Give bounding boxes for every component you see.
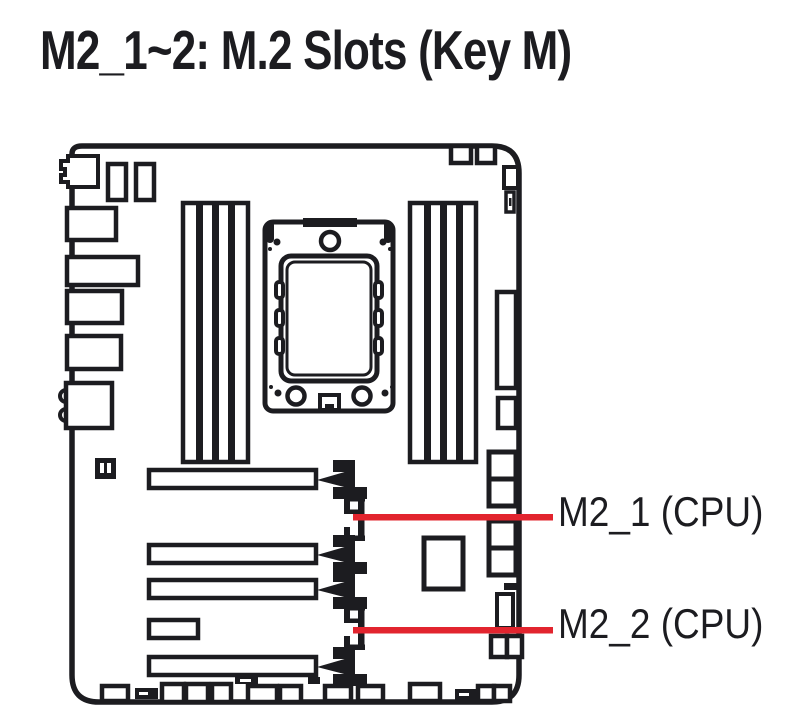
page-title: M2_1~2: M.2 Slots (Key M) — [40, 19, 572, 81]
pcie-x1-slot — [146, 617, 201, 641]
front-panel-headers — [95, 458, 320, 684]
cpu-socket — [262, 218, 396, 414]
callout-line-m2-1 — [353, 514, 553, 521]
fan-headers-top-left — [105, 161, 157, 203]
socket-screw-hole — [285, 385, 307, 407]
audio-connector — [63, 380, 115, 431]
dimm-slots-right — [407, 200, 479, 465]
socket-screw-hole — [318, 229, 342, 253]
chipset — [421, 535, 466, 592]
fan-headers-top-right — [448, 143, 520, 214]
socket-screw-hole — [351, 385, 373, 407]
label-m2-1: M2_1 (CPU) — [558, 488, 764, 535]
sata-ports — [486, 449, 525, 660]
pcie-x16-slots — [146, 460, 367, 686]
callout-line-m2-2 — [353, 627, 553, 634]
rear-io-panel — [58, 154, 141, 431]
label-m2-2: M2_2 (CPU) — [558, 600, 764, 647]
dimm-slots-left — [180, 200, 251, 465]
atx-power-connector — [494, 289, 519, 431]
bottom-header-row — [99, 681, 513, 705]
